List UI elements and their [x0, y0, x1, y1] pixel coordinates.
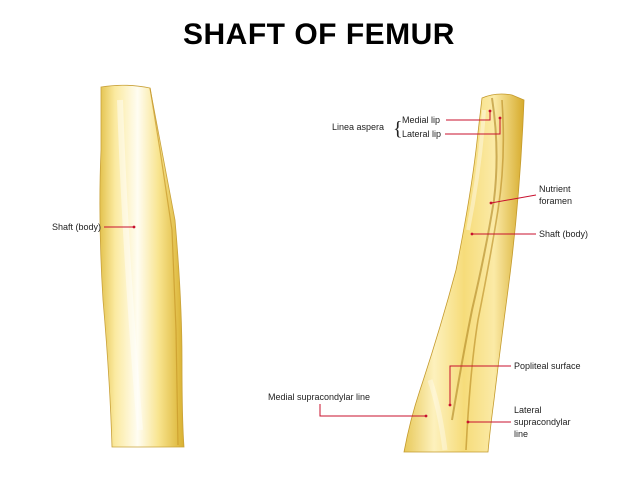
lateral-supracondylar-label-1: Lateral [514, 405, 542, 415]
anterior-femur-shaft [99, 84, 185, 448]
popliteal-surface-group: Popliteal surface [448, 361, 581, 407]
posterior-shaft-group: Shaft (body) [470, 229, 588, 239]
medial-lip-pointer [488, 109, 492, 113]
nutrient-foramen-pointer [489, 201, 493, 205]
medial-supracondylar-group: Medial supracondylar line [268, 392, 428, 418]
anterior-shaft-pointer [132, 225, 136, 229]
lateral-lip-label: Lateral lip [402, 129, 441, 139]
posterior-shaft-label: Shaft (body) [539, 229, 588, 239]
medial-supracondylar-pointer [424, 414, 428, 418]
lateral-supracondylar-label-3: line [514, 429, 528, 439]
medial-lip-leader [446, 111, 491, 121]
page-title: SHAFT OF FEMUR [183, 18, 455, 51]
popliteal-surface-pointer [448, 403, 452, 407]
linea-aspera-group: Linea aspera { Medial lip Lateral lip [332, 109, 502, 140]
posterior-femur-shaft [403, 93, 525, 453]
linea-aspera-label: Linea aspera [332, 122, 384, 132]
linea-aspera-brace: { [393, 118, 403, 140]
popliteal-surface-leader [449, 365, 511, 405]
lateral-lip-pointer [498, 116, 502, 120]
nutrient-foramen-label-2: foramen [539, 196, 572, 206]
popliteal-surface-label: Popliteal surface [514, 361, 581, 371]
anterior-shaft-label-group: Shaft (body) [52, 222, 136, 232]
lateral-supracondylar-group: Lateral supracondylar line [466, 405, 571, 439]
lateral-supracondylar-label-2: supracondylar [514, 417, 571, 427]
medial-lip-label: Medial lip [402, 115, 440, 125]
nutrient-foramen-group: Nutrient foramen [489, 184, 572, 206]
nutrient-foramen-leader [490, 194, 537, 204]
nutrient-foramen-label-1: Nutrient [539, 184, 571, 194]
anterior-shaft-label: Shaft (body) [52, 222, 101, 232]
medial-supracondylar-label: Medial supracondylar line [268, 392, 370, 402]
lateral-lip-leader [445, 118, 501, 135]
lateral-supracondylar-pointer [466, 420, 470, 424]
posterior-shaft-pointer [470, 232, 474, 236]
medial-supracondylar-leader [319, 404, 426, 417]
